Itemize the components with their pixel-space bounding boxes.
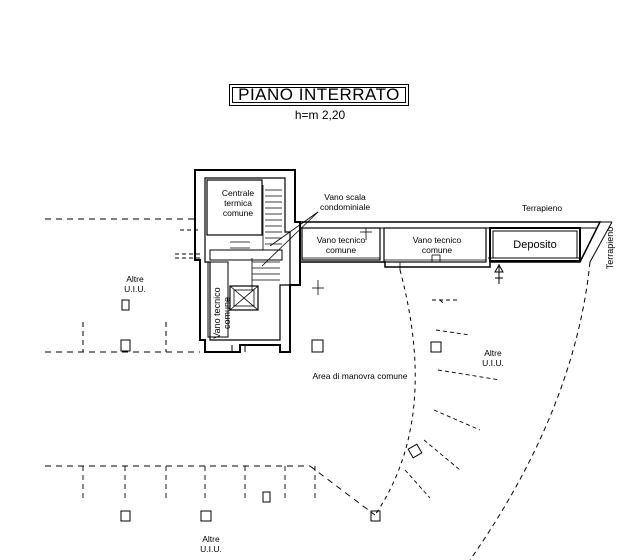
- page-title: PIANO INTERRATO: [238, 85, 400, 104]
- label-centrale-termica: Centrale termica comune: [221, 188, 255, 218]
- deposito-room: [489, 227, 581, 262]
- column: [120, 339, 131, 352]
- leader-line: [269, 211, 319, 247]
- label-vano-tecnico-2: Vano tecnico comune: [412, 235, 462, 255]
- column: [430, 341, 442, 353]
- column: [120, 510, 131, 522]
- column: [200, 510, 212, 522]
- label-altre-uiu-left: Altre U.I.U.: [124, 274, 146, 294]
- stair-treads: [230, 185, 282, 290]
- column: [262, 491, 271, 503]
- label-vano-scala: Vano scala condominiale: [319, 192, 371, 212]
- parking-lines-bottom: [82, 466, 316, 500]
- label-vano-tecnico-1: Vano tecnico comune: [316, 235, 366, 255]
- column: [121, 299, 130, 311]
- stair-landing: [209, 249, 283, 261]
- column: [407, 443, 423, 459]
- stair-block-inner: [204, 177, 291, 341]
- curved-boundary-right: [469, 261, 591, 560]
- label-altre-uiu-right: Altre U.I.U.: [482, 348, 504, 368]
- dashed-boundary-diagonal: [309, 465, 376, 516]
- elevator-shaft: [229, 285, 259, 311]
- leader-line: [261, 211, 319, 267]
- vano-tecnico-vertical-room: [207, 261, 229, 338]
- title-frame: [229, 84, 409, 106]
- label-terrapieno-right: Terrapieno: [605, 226, 615, 270]
- label-deposito: Deposito: [513, 239, 557, 251]
- column: [370, 510, 381, 522]
- parking-rays-right: [404, 299, 501, 499]
- label-terrapieno-top: Terrapieno: [521, 203, 563, 213]
- centrale-termica-room: [206, 179, 263, 236]
- ceiling-height: h=m 2,20: [294, 108, 346, 122]
- vano-tecnico-room-2: [383, 227, 487, 263]
- curved-boundary-inner: [374, 269, 416, 516]
- column: [311, 339, 324, 353]
- label-vano-tecnico-vertical: Vano tecnico comune: [212, 287, 232, 339]
- label-altre-uiu-bottom: Altre U.I.U.: [200, 534, 222, 554]
- vano-tecnico-room-1: [301, 227, 381, 261]
- label-area-manovra: Area di manovra comune: [312, 371, 408, 381]
